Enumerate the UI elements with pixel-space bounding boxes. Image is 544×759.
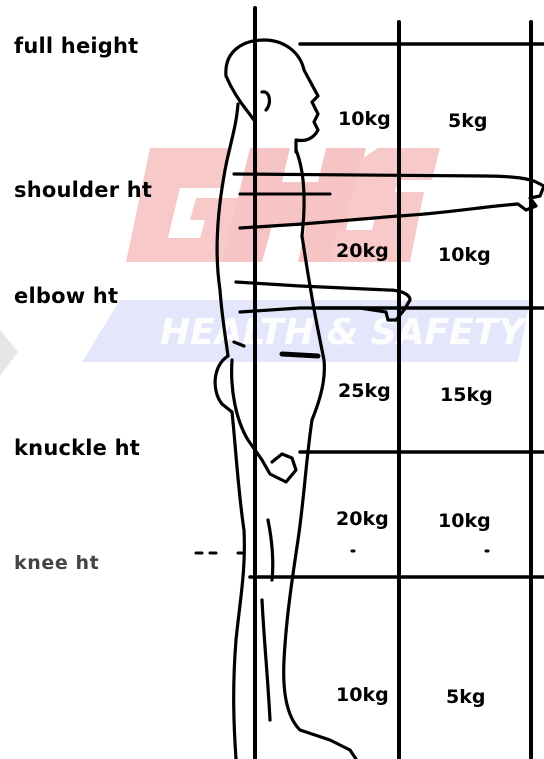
zone-label-elbow-height: elbow ht — [14, 284, 118, 308]
weight-extended-row-1: 5kg — [448, 110, 487, 132]
hanging-arm — [232, 360, 296, 482]
upper-arm-extended — [234, 174, 544, 228]
zone-label-shoulder-height: shoulder ht — [14, 178, 152, 202]
weight-close-row-2: 20kg — [336, 240, 389, 262]
zone-label-full-height: full height — [14, 34, 138, 58]
zone-label-knee-height: knee ht — [14, 552, 99, 574]
weight-close-row-3: 25kg — [338, 380, 391, 402]
head — [226, 40, 318, 152]
weight-close-row-4: 20kg — [336, 508, 389, 530]
zone-label-knuckle-height: knuckle ht — [14, 436, 140, 460]
weight-extended-row-2: 10kg — [438, 244, 491, 266]
back — [217, 104, 238, 356]
weight-extended-row-3: 15kg — [440, 384, 493, 406]
buttock — [215, 356, 232, 412]
weight-close-row-5: 10kg — [336, 684, 389, 706]
weight-extended-row-5: 5kg — [446, 686, 485, 708]
weight-close-row-1: 10kg — [338, 108, 391, 130]
weight-extended-row-4: 10kg — [438, 510, 491, 532]
waist — [234, 342, 244, 346]
belt — [282, 354, 318, 356]
knee-dash-marks — [196, 551, 488, 553]
lower-arm-extended — [236, 282, 410, 320]
rear-leg — [232, 412, 244, 759]
